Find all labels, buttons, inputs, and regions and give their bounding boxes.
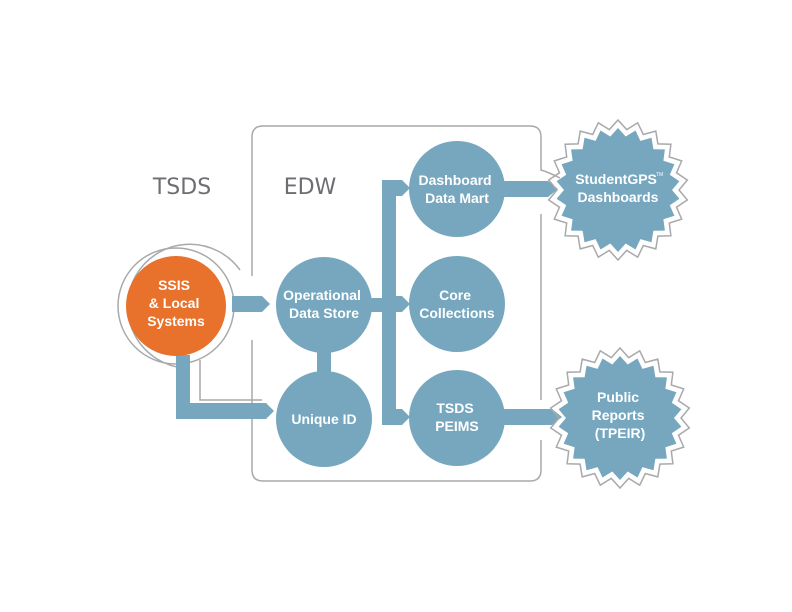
arrow-ssis-to-ods bbox=[232, 296, 270, 312]
node-peims-circle bbox=[409, 370, 505, 466]
node-dashboard-line-2: Data Mart bbox=[425, 190, 489, 206]
node-unique-id-line-1: Unique ID bbox=[291, 411, 356, 427]
node-core-line-2: Collections bbox=[419, 305, 495, 321]
node-dashboard-line-1: Dashboard bbox=[418, 172, 491, 188]
node-unique-id-circle bbox=[276, 371, 372, 467]
node-dashboard-circle bbox=[409, 141, 505, 237]
starburst-studentgps-outline bbox=[547, 118, 689, 262]
node-studentgps-trademark: TM bbox=[656, 172, 663, 178]
node-studentgps-label: StudentGPS Dashboards bbox=[575, 171, 661, 205]
arrow-bus-to-dashboard bbox=[382, 180, 410, 196]
connector-ssis-down bbox=[176, 355, 190, 417]
node-public-reports-label: Public Reports (TPEIR) bbox=[592, 389, 649, 441]
node-ods-label: Operational Data Store bbox=[283, 287, 365, 321]
connector-ods-unique-id bbox=[317, 350, 331, 376]
node-core-label: Core Collections bbox=[419, 287, 495, 321]
tsds-boundary-outline bbox=[126, 243, 262, 401]
region-label-edw: EDW bbox=[284, 175, 337, 200]
arrow-bus-to-peims bbox=[382, 409, 410, 425]
starburst-public-reports-outline bbox=[549, 346, 691, 490]
node-core-circle bbox=[409, 256, 505, 352]
node-ssis-line-2: & Local bbox=[149, 295, 200, 311]
edw-boundary-outline bbox=[251, 125, 561, 482]
node-ssis-circle bbox=[126, 256, 226, 356]
arrow-peims-to-public-reports bbox=[500, 409, 562, 425]
starburst-public-reports-group bbox=[549, 346, 691, 490]
node-studentgps-line-1: StudentGPS bbox=[575, 171, 657, 187]
node-peims-line-1: TSDS bbox=[436, 400, 473, 416]
node-public-reports-line-2: Reports bbox=[592, 407, 645, 423]
starburst-studentgps-group bbox=[547, 118, 689, 262]
starburst-studentgps bbox=[556, 128, 680, 252]
arrow-ssis-to-unique-id bbox=[176, 403, 274, 419]
node-ssis-line-3: Systems bbox=[147, 313, 205, 329]
node-ods-line-1: Operational bbox=[283, 287, 361, 303]
node-core-line-1: Core bbox=[439, 287, 471, 303]
node-peims-line-2: PEIMS bbox=[435, 418, 479, 434]
connectors bbox=[176, 180, 562, 425]
node-ssis-label: SSIS & Local Systems bbox=[147, 277, 205, 329]
node-peims-label: TSDS PEIMS bbox=[435, 400, 479, 434]
region-label-tsds: TSDS bbox=[152, 175, 211, 200]
arrow-bus-to-core bbox=[382, 296, 410, 312]
node-ssis-line-1: SSIS bbox=[158, 277, 190, 293]
starburst-public-reports bbox=[558, 356, 682, 480]
node-studentgps-line-2: Dashboards bbox=[578, 189, 659, 205]
node-ods-circle bbox=[276, 257, 372, 353]
node-unique-id-label: Unique ID bbox=[291, 411, 356, 427]
node-dashboard-label: Dashboard Data Mart bbox=[418, 172, 495, 206]
node-public-reports-line-1: Public bbox=[597, 389, 639, 405]
node-ods-line-2: Data Store bbox=[289, 305, 359, 321]
arrow-dashboard-to-studentgps bbox=[500, 181, 558, 197]
node-public-reports-line-3: (TPEIR) bbox=[595, 425, 646, 441]
